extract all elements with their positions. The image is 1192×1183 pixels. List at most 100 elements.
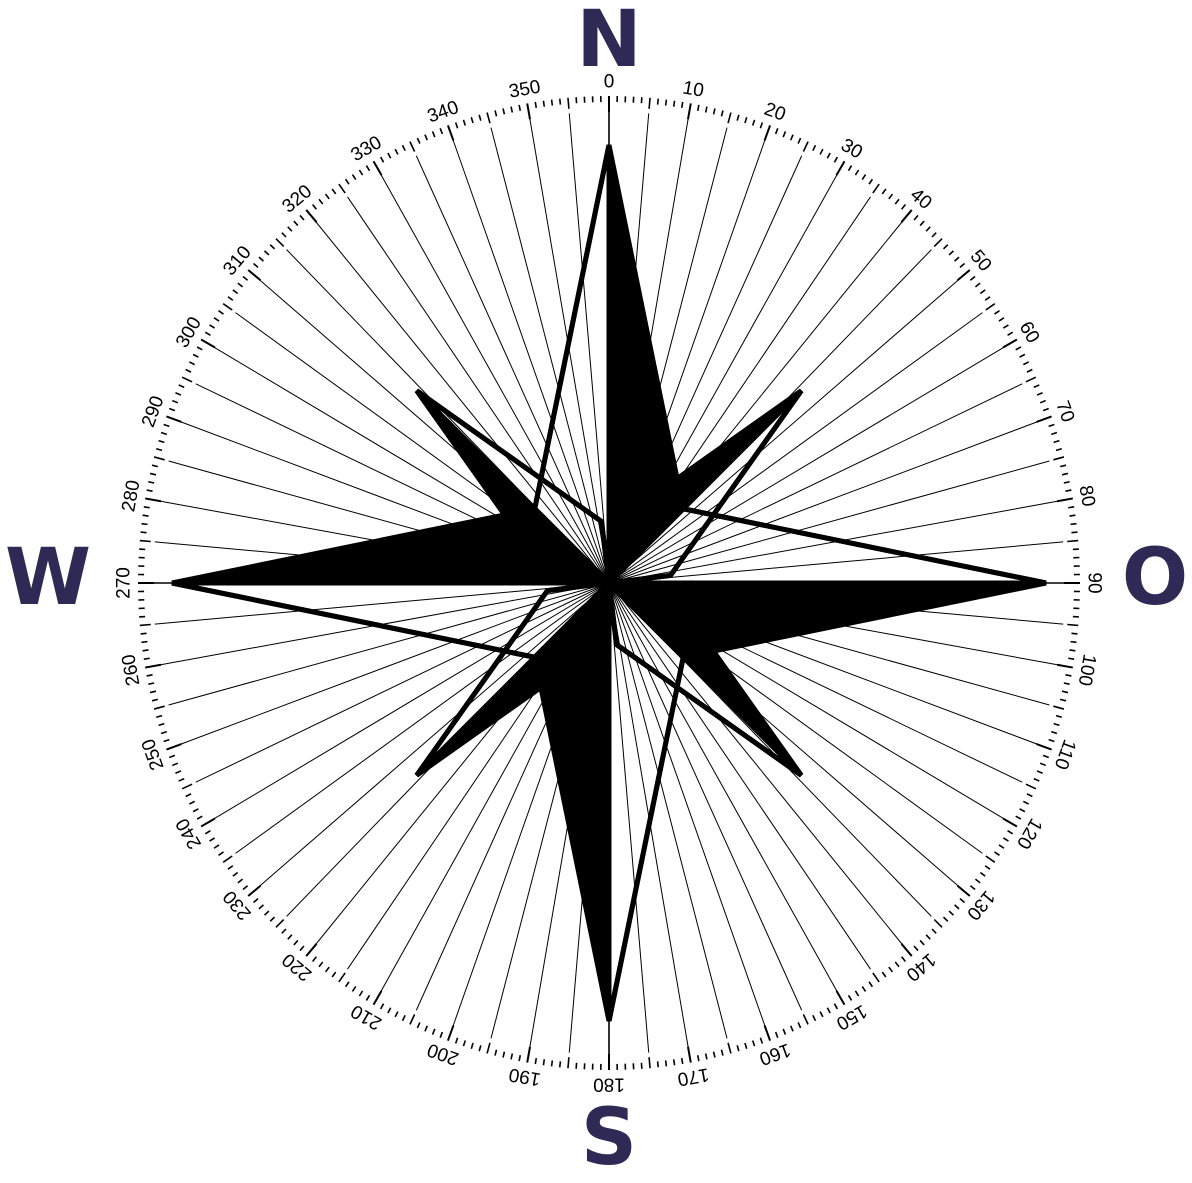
cardinal-east-label: O [1122, 539, 1188, 617]
degree-tick [144, 658, 150, 659]
degree-tick [753, 120, 755, 126]
degree-tick [182, 784, 192, 789]
degree-tick [827, 153, 830, 158]
degree-tick [975, 879, 980, 883]
degree-tick [164, 740, 170, 742]
degree-tick [820, 1012, 823, 1017]
degree-tick [169, 408, 175, 410]
degree-tick [238, 283, 243, 287]
degree-tick [902, 205, 906, 210]
degree-tick [995, 852, 1000, 855]
degree-tick [359, 170, 362, 175]
degree-tick [326, 194, 330, 199]
degree-tick [745, 117, 747, 123]
degree-tick [958, 886, 970, 896]
degree-tick [381, 1004, 384, 1009]
degree-tick [403, 145, 406, 150]
degree-tick [319, 199, 323, 204]
degree-tick [834, 1004, 837, 1009]
degree-tick [527, 1047, 530, 1063]
degree-tick [813, 145, 816, 150]
degree-tick [560, 1061, 561, 1067]
degree-tick [440, 1032, 442, 1038]
degree-tick [1051, 433, 1057, 435]
degree-tick [147, 675, 153, 676]
degree-tick [1027, 370, 1032, 373]
degree-tick [193, 354, 198, 357]
degree-tick [791, 135, 793, 141]
degree-tick [869, 179, 872, 184]
degree-label: 260 [118, 653, 144, 688]
degree-tick [1071, 633, 1077, 634]
degree-tick [205, 831, 210, 834]
degree-tick [270, 245, 274, 249]
degree-tick [1069, 650, 1075, 651]
degree-tick [248, 886, 260, 896]
degree-label: 150 [833, 1000, 871, 1034]
degree-label: 30 [837, 135, 866, 164]
degree-tick [300, 215, 304, 220]
degree-tick [425, 135, 427, 141]
degree-tick [986, 304, 995, 310]
degree-tick [1037, 393, 1043, 395]
degree-label: 20 [761, 99, 788, 126]
degree-tick [154, 457, 165, 460]
degree-tick [374, 991, 382, 1005]
degree-tick [1068, 658, 1074, 659]
degree-tick [1071, 524, 1077, 525]
degree-tick [1053, 706, 1064, 709]
degree-tick [1043, 408, 1049, 410]
degree-tick [147, 490, 153, 491]
degree-tick [527, 103, 530, 119]
degree-tick [219, 311, 224, 314]
degree-tick [511, 1053, 512, 1059]
degree-tick [674, 1059, 675, 1065]
degree-tick [1054, 724, 1060, 726]
degree-tick [837, 161, 845, 175]
degree-tick [1067, 624, 1078, 625]
degree-tick [172, 763, 178, 765]
degree-tick [228, 297, 233, 301]
degree-tick [560, 99, 561, 105]
degree-tick [882, 189, 886, 194]
degree-tick [306, 210, 316, 222]
degree-tick [970, 277, 975, 281]
degree-tick [985, 297, 990, 301]
degree-tick [374, 161, 382, 175]
degree-tick [511, 107, 512, 113]
degree-tick [142, 642, 148, 643]
compass-star [172, 145, 1046, 1021]
degree-tick [359, 991, 362, 996]
degree-tick [889, 194, 893, 199]
degree-tick [352, 986, 355, 991]
degree-tick [1026, 784, 1036, 789]
degree-tick [728, 1043, 731, 1054]
degree-tick [552, 100, 553, 106]
degree-tick [1034, 385, 1039, 387]
degree-tick [765, 1026, 770, 1041]
degree-tick [294, 940, 298, 944]
degree-tick [901, 944, 911, 956]
degree-tick [463, 120, 465, 126]
degree-tick [1065, 675, 1071, 676]
degree-tick [862, 986, 865, 991]
degree-tick [233, 290, 238, 294]
degree-tick [999, 845, 1004, 848]
degree-tick [388, 1008, 391, 1013]
degree-tick [837, 991, 845, 1005]
degree-label: 190 [507, 1063, 542, 1089]
degree-tick [682, 102, 683, 108]
degree-tick [1008, 332, 1013, 335]
degree-tick [1003, 819, 1017, 827]
degree-tick [1008, 831, 1013, 834]
degree-tick [1056, 449, 1062, 451]
degree-tick [425, 1026, 427, 1032]
degree-tick [914, 215, 918, 220]
degree-label: 180 [593, 1074, 625, 1095]
degree-tick [186, 794, 191, 797]
degree-tick [949, 911, 953, 915]
degree-tick [698, 105, 699, 111]
degree-label: 130 [962, 886, 998, 924]
degree-tick [1051, 732, 1057, 734]
degree-tick [798, 138, 800, 143]
